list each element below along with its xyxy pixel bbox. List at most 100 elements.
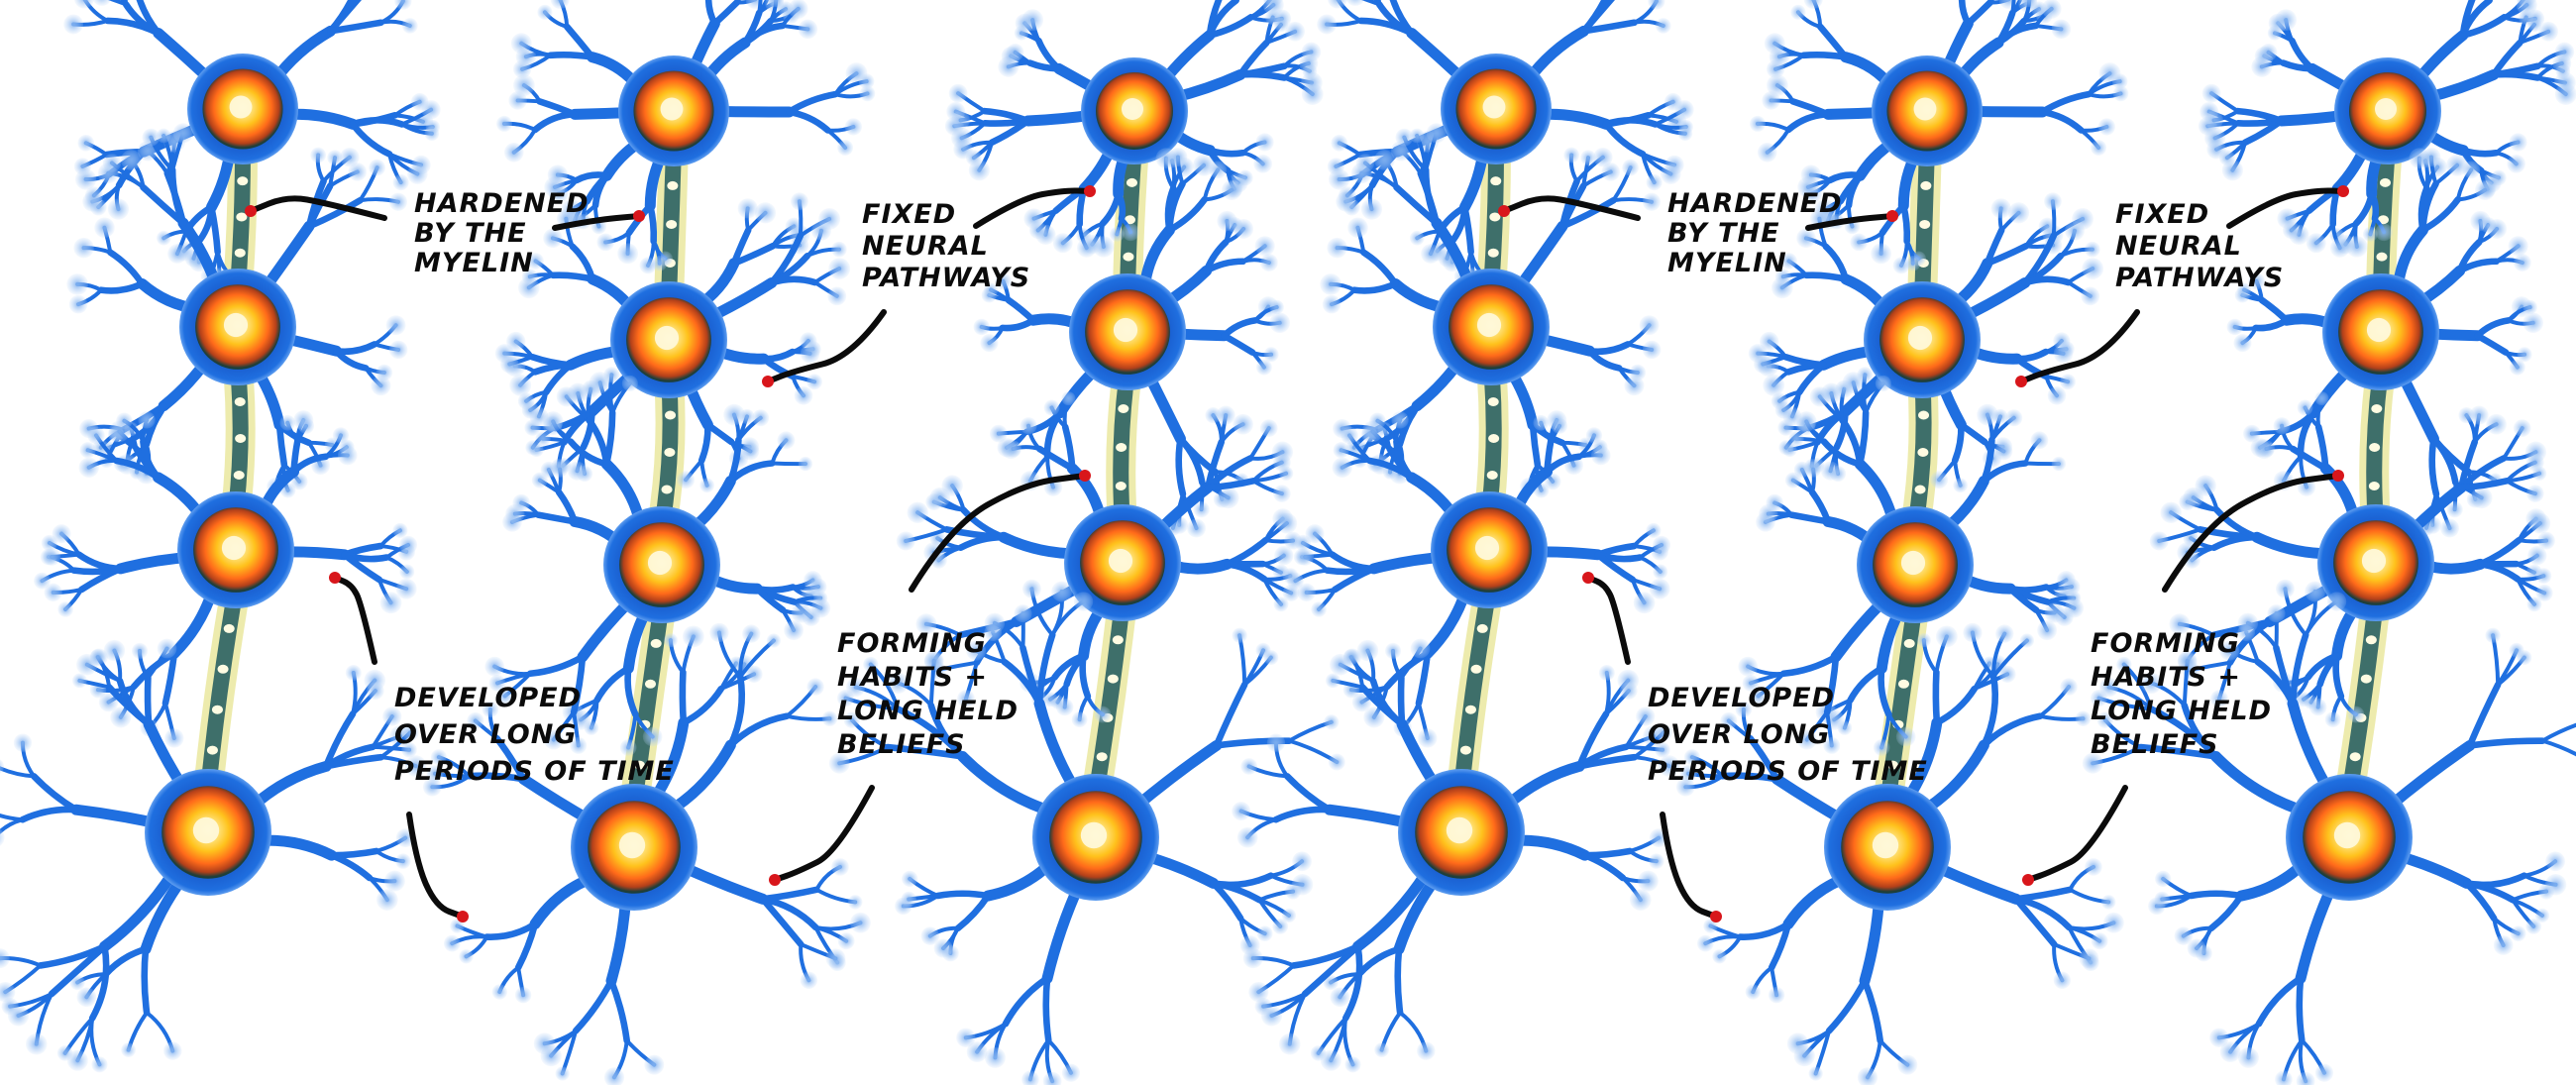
dendrite-tip — [639, 257, 657, 274]
dendrite-tip — [2237, 612, 2259, 634]
dendrite-tip — [800, 971, 818, 990]
dendrite-tip — [103, 639, 126, 662]
dendrite — [1558, 197, 1617, 230]
neuron-cell — [0, 638, 427, 1073]
dendrite — [2419, 180, 2439, 234]
nucleus — [1108, 548, 1133, 574]
dendrite — [1002, 975, 1051, 1028]
dendrite — [328, 851, 374, 882]
dendrite-tip — [71, 673, 87, 689]
dendrite-tip — [699, 478, 714, 493]
dendrite-tip — [923, 650, 944, 671]
dendrite — [341, 551, 383, 584]
dendrite — [526, 653, 587, 678]
dendrite-tip — [89, 649, 106, 666]
dendrite-tip — [1273, 485, 1291, 502]
ranvier-node — [2371, 404, 2383, 413]
dendrite-tip — [1875, 375, 1891, 392]
dendrite-tip — [2187, 938, 2206, 958]
neuron-column-1 — [1232, 0, 1694, 1073]
dendrite-tip — [2522, 299, 2537, 315]
dendrite — [2466, 681, 2502, 749]
dendrite-tip — [66, 273, 88, 295]
dendrite-tip — [933, 938, 953, 958]
dendrite-tip — [828, 258, 851, 279]
nucleus — [1474, 535, 1500, 561]
neuron-column-3 — [828, 0, 1345, 1085]
nucleus — [1080, 821, 1108, 849]
dendrite — [2181, 702, 2219, 760]
dendrite — [1861, 977, 1883, 1044]
dendrite-tip — [2082, 752, 2103, 774]
dendrite-tip — [2082, 258, 2104, 279]
dendrite-tip — [552, 461, 569, 478]
neuron-cell — [34, 410, 418, 748]
dendrite-tip — [102, 154, 122, 172]
dendrite-tip — [340, 148, 360, 167]
dendrite-tip — [1332, 457, 1352, 479]
annotation-line: DEVELOPED — [1648, 683, 1835, 713]
dendrite-tip — [570, 736, 588, 754]
dendrite-tip — [1287, 572, 1304, 590]
dendrite-tip — [1990, 198, 2011, 219]
dendrite-tip — [2305, 581, 2326, 602]
dendrite-tip — [1347, 217, 1368, 239]
dendrite — [727, 460, 776, 485]
dendrite-tip — [1338, 186, 1356, 205]
dendrite — [1958, 421, 1988, 446]
dendrite-tip — [1305, 524, 1325, 544]
dendrite-tip — [2421, 148, 2441, 167]
dendrite — [768, 275, 818, 286]
nucleus — [654, 325, 680, 351]
dendrite-tip — [1061, 391, 1076, 406]
dendrite-tip — [422, 777, 442, 797]
dendrite-tip — [1533, 414, 1550, 431]
dendrite — [2540, 722, 2576, 743]
dendrite-tip — [2116, 656, 2132, 673]
dendrite-tip — [156, 230, 171, 246]
dendrite-tip — [297, 417, 315, 434]
dendrite-tip — [2535, 584, 2553, 601]
ranvier-node — [1903, 638, 1915, 648]
dendrite-tip — [2275, 9, 2298, 32]
dendrite-tip — [495, 115, 513, 132]
dendrite-tip — [794, 385, 813, 405]
dendrite — [1224, 536, 1269, 568]
dendrite — [2419, 196, 2461, 234]
dendrite-tip — [1256, 925, 1273, 942]
marker-dot — [633, 210, 645, 222]
dendrite — [759, 895, 805, 948]
dendrite — [547, 52, 596, 60]
ranvier-node — [1123, 252, 1134, 262]
dendrite-tip — [2037, 620, 2058, 641]
dendrite-tip — [1269, 299, 1284, 315]
dendrite-tip — [467, 711, 484, 730]
dendrite-tip — [2508, 236, 2528, 257]
dendrite-tip — [1803, 0, 1823, 9]
dendrite — [934, 890, 992, 900]
dendrite-tip — [1073, 592, 1094, 611]
dendrite-tip — [1636, 706, 1656, 726]
dendrite-tip — [1109, 226, 1125, 242]
annotation-line: NEURAL — [862, 231, 989, 262]
marker-dot — [2332, 470, 2344, 482]
neuron-cell — [1232, 638, 1680, 1073]
dendrite — [1808, 488, 1832, 525]
ranvier-node — [1115, 482, 1127, 490]
dendrite-tip — [682, 625, 704, 648]
dendrite-tip — [332, 427, 350, 444]
dendrite — [2474, 317, 2513, 340]
dendrite-tip — [1763, 374, 1785, 396]
dendrite-tip — [2209, 1028, 2229, 1047]
dendrite — [349, 117, 406, 128]
leader-line — [2226, 187, 2346, 229]
dendrite-tip — [619, 739, 637, 756]
dendrite-tip — [1255, 133, 1274, 152]
ranvier-node — [2349, 752, 2361, 762]
dendrite-tip — [56, 1045, 73, 1061]
dendrite-tip — [1766, 493, 1784, 512]
